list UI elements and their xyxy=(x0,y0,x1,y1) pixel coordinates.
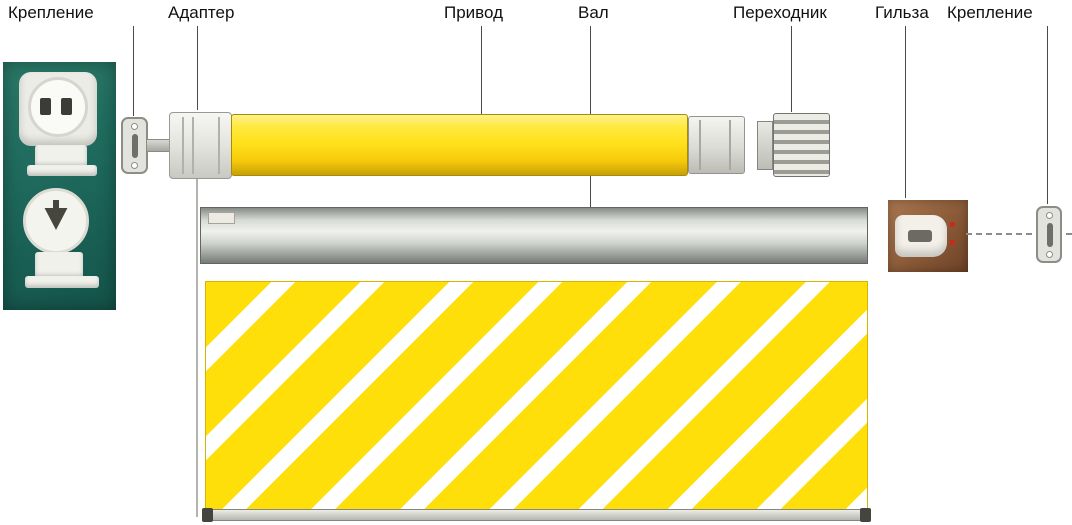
motor-end-ridge xyxy=(729,120,731,170)
bracket-bottom-base xyxy=(25,276,99,288)
leader-line-bracket-right xyxy=(1047,26,1048,204)
bracket-photo xyxy=(3,62,116,310)
bracket-top-slot-left xyxy=(40,98,51,115)
sleeve-detail-dot xyxy=(950,222,955,227)
bottom-bar-endcap-left xyxy=(202,508,213,522)
motor-tube xyxy=(231,114,688,176)
sleeve-photo xyxy=(888,200,968,272)
bottom-bar xyxy=(202,509,871,521)
idler-bracket-hole-top xyxy=(1046,212,1053,219)
motor-cable-line xyxy=(196,179,198,517)
bracket-top-foot xyxy=(35,145,87,167)
crown-adapter-collar xyxy=(757,121,773,170)
blind-fabric xyxy=(205,281,868,510)
label-drive: Привод xyxy=(444,3,504,22)
motor-bracket-slot xyxy=(132,134,138,158)
roller-shaft xyxy=(200,207,868,264)
motor-drive-end xyxy=(688,116,745,174)
label-shaft: Вал xyxy=(578,3,609,22)
motor-head-ridge xyxy=(218,117,220,174)
motor-end-ridge xyxy=(699,120,701,170)
motor-bracket-hole-top xyxy=(131,123,138,130)
label-sleeve: Гильза xyxy=(875,3,929,22)
motor-head-adapter xyxy=(169,112,232,179)
bracket-top-slot-right xyxy=(61,98,72,115)
motor-bracket-hole-bottom xyxy=(131,162,138,169)
label-bracket-right: Крепление xyxy=(947,3,1033,22)
bottom-bar-endcap-right xyxy=(860,508,871,522)
leader-line-sleeve xyxy=(905,26,906,198)
bracket-top-base xyxy=(27,165,97,176)
idler-bracket-hole-bottom xyxy=(1046,251,1053,258)
motor-shaft-stub xyxy=(146,139,171,152)
idler-bracket-slot xyxy=(1047,223,1053,247)
label-adapter: Адаптер xyxy=(168,3,235,22)
leader-line-adapter xyxy=(197,26,198,110)
sleeve-detail-dot xyxy=(950,240,955,245)
motor-head-ridge xyxy=(192,117,194,174)
bracket-bottom-slot-stem xyxy=(53,200,59,214)
leader-line-transition xyxy=(791,26,792,112)
motor-bracket xyxy=(121,117,148,174)
axis-dash-line xyxy=(966,233,1072,235)
leader-line-bracket-left xyxy=(133,26,134,116)
bracket-bottom-foot xyxy=(35,252,83,278)
shaft-label-sticker xyxy=(208,212,235,224)
idler-bracket xyxy=(1036,206,1062,263)
motor-head-ridge xyxy=(182,117,184,174)
label-bracket-left: Крепление xyxy=(8,3,94,22)
label-transition: Переходник xyxy=(733,3,827,22)
crown-adapter-body xyxy=(773,113,830,177)
bracket-top-ring xyxy=(28,77,88,137)
sleeve-slot xyxy=(908,230,932,242)
leader-line-drive xyxy=(481,26,482,142)
